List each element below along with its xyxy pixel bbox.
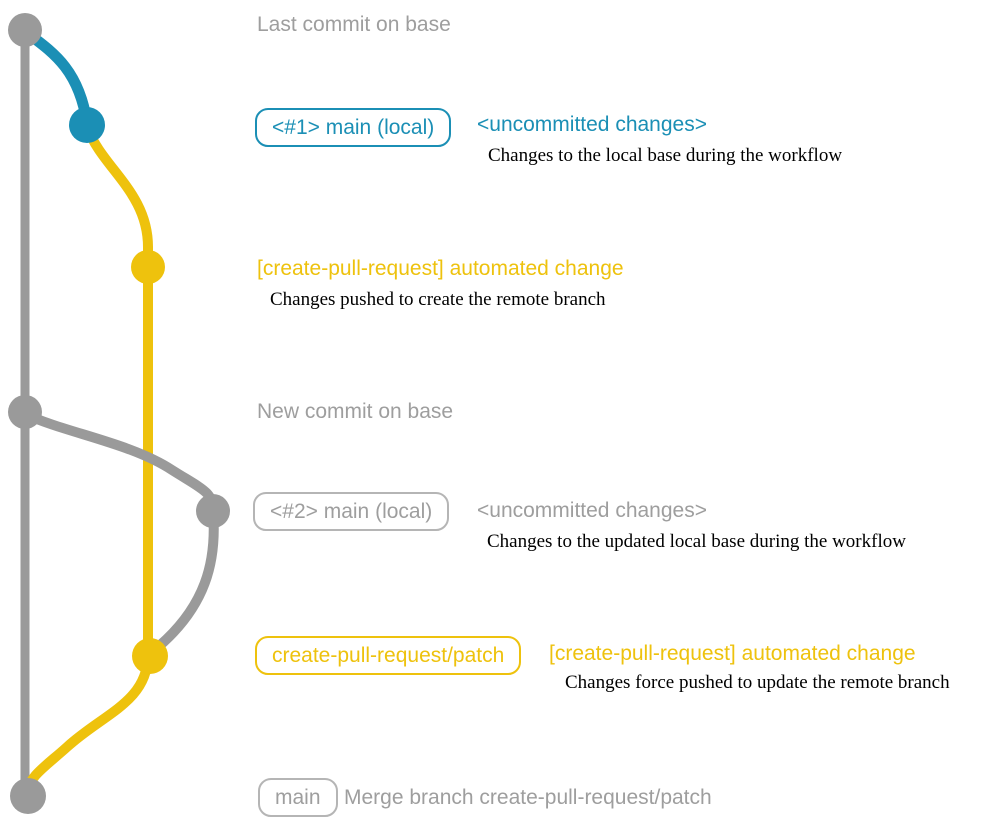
commit-dot-automated-2: [132, 638, 168, 674]
note-local-base: Changes to the local base during the wor…: [488, 145, 843, 166]
automated-change-heading-1: [create-pull-request] automated change: [257, 257, 624, 280]
merge-commit-label: Merge branch create-pull-request/patch: [344, 786, 712, 809]
commit-dot-merge: [10, 778, 46, 814]
note-force-pushed: Changes force pushed to update the remot…: [565, 672, 950, 693]
commit-dot-automated-1: [131, 250, 165, 284]
badge-main: main: [258, 778, 338, 817]
updated-main-line-a: [20, 409, 218, 515]
commit-dot-uncommitted-1: [69, 107, 105, 143]
last-commit-label: Last commit on base: [257, 13, 451, 36]
badge-patch-branch: create-pull-request/patch: [255, 636, 522, 675]
patch-branch-line: [22, 122, 153, 798]
uncommitted-changes-heading-1: <uncommitted changes>: [477, 113, 707, 136]
automated-change-heading-2: [create-pull-request] automated change: [549, 642, 916, 665]
updated-main-line-b: [147, 506, 219, 657]
new-commit-label: New commit on base: [257, 400, 454, 423]
commit-dot-uncommitted-2: [196, 494, 230, 528]
local-main-line: [20, 26, 93, 129]
commit-dot-new-base: [8, 395, 42, 429]
note-updated-local-base: Changes to the updated local base during…: [487, 531, 906, 552]
note-pushed-create: Changes pushed to create the remote bran…: [270, 289, 606, 310]
badge-main-local-2: <#2> main (local): [253, 492, 450, 531]
uncommitted-changes-heading-2: <uncommitted changes>: [477, 499, 707, 522]
badge-main-local-1: <#1> main (local): [255, 108, 452, 147]
commit-dot-base-tip: [8, 13, 42, 47]
